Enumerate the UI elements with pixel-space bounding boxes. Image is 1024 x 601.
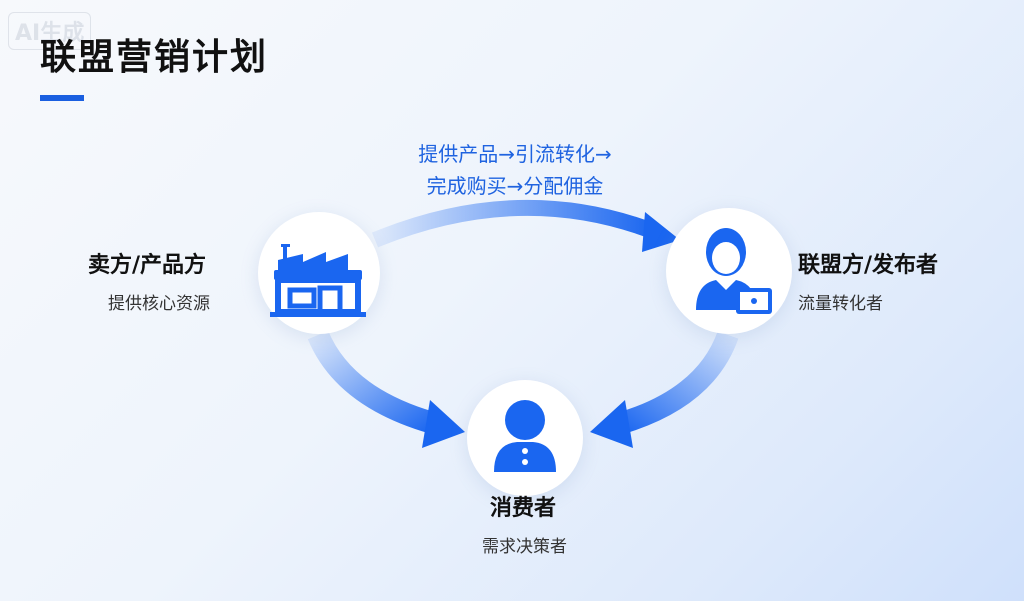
person-laptop-icon bbox=[696, 228, 772, 314]
arrow-head bbox=[590, 400, 633, 448]
affiliate-title: 联盟方/发布者 bbox=[798, 253, 939, 278]
flow-line-1: 提供产品→引流转化→ bbox=[418, 142, 612, 166]
seller-subtitle: 提供核心资源 bbox=[108, 294, 210, 314]
consumer-node bbox=[467, 380, 583, 496]
page-title: 联盟营销计划 bbox=[40, 37, 269, 78]
affiliate-node bbox=[666, 208, 792, 334]
flow-description: 提供产品→引流转化→ 完成购买→分配佣金 bbox=[380, 138, 650, 202]
flow-line-2: 完成购买→分配佣金 bbox=[426, 174, 604, 198]
arrow-seller-to-affiliate bbox=[371, 199, 658, 248]
watermark: AI生成 bbox=[8, 12, 92, 50]
consumer-title: 消费者 bbox=[490, 496, 557, 521]
title-underline bbox=[40, 95, 84, 101]
affiliate-subtitle: 流量转化者 bbox=[798, 294, 883, 314]
arrow-head bbox=[642, 212, 680, 252]
arrow-head bbox=[422, 400, 465, 448]
person-icon bbox=[494, 400, 556, 472]
seller-title: 卖方/产品方 bbox=[88, 253, 207, 278]
factory-icon bbox=[270, 244, 366, 317]
arrow-affiliate-to-consumer bbox=[611, 331, 739, 436]
arrow-seller-to-consumer bbox=[307, 330, 443, 436]
consumer-subtitle: 需求决策者 bbox=[482, 537, 567, 557]
seller-node bbox=[258, 212, 380, 334]
